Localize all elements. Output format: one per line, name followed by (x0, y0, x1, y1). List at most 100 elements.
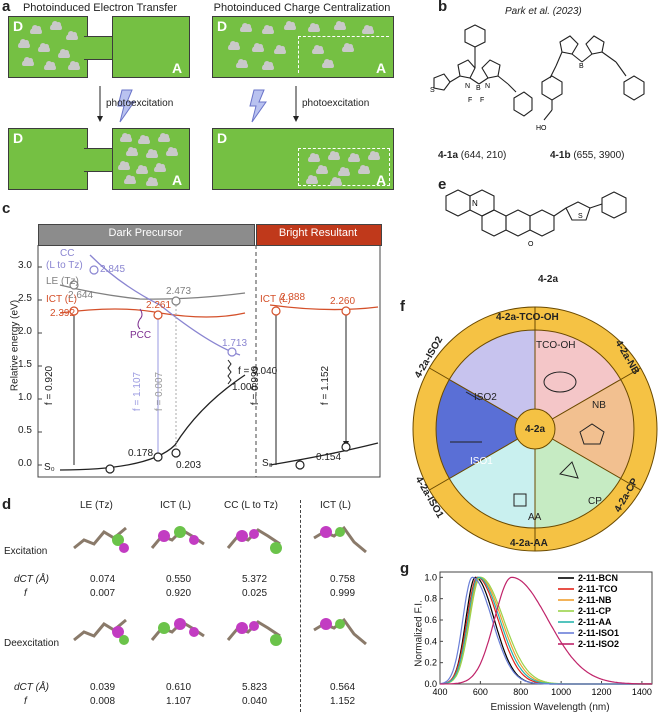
deexc-dct-2: 5.823 (242, 682, 268, 693)
cc-label: CC (60, 248, 75, 259)
col-head-ict: ICT (L) (160, 500, 191, 511)
sector-label-nb: NB (592, 400, 606, 411)
x-tick-label: 400 (432, 687, 447, 697)
value-2845: 2.845 (100, 264, 126, 275)
panel-label-e: e (438, 176, 447, 193)
pcc-label: PCC (130, 330, 152, 341)
svg-text:O: O (528, 241, 534, 248)
donor-label: D (13, 18, 24, 34)
x-tick-label: 1000 (551, 687, 571, 697)
deexc-f-1: 1.107 (166, 696, 192, 707)
svg-text:N: N (472, 199, 478, 208)
orbital-exc-ict-right (313, 525, 367, 554)
acceptor-label: A (172, 172, 183, 188)
ict-right-label: ICT (L) (260, 294, 291, 305)
col-head-ict-right: ICT (L) (320, 500, 351, 511)
pcc-title: Photoinduced Charge Centralization (213, 2, 391, 14)
exc-f-2: 0.025 (242, 588, 268, 599)
exc-f-label: f (24, 588, 27, 599)
value-2644: 2.644 (68, 290, 94, 301)
legend-label-2-11-AA: 2-11-AA (578, 617, 612, 627)
ring-label-tco: 4-2a-TCO-OH (496, 312, 559, 323)
ytick-4: 2.0 (18, 326, 32, 337)
value-2473: 2.473 (166, 286, 192, 297)
pet-arrow (92, 84, 182, 124)
x-tick-label: 1200 (592, 687, 612, 697)
y-tick-label: 0.4 (424, 636, 437, 646)
col-head-cc: CC (L to Tz) (224, 500, 278, 511)
row-excitation-label: Excitation (4, 546, 48, 557)
legend-label-2-11-NB: 2-11-NB (578, 595, 612, 605)
s0-right-label: S₀ (262, 458, 273, 469)
ytick-0: 0.0 (18, 458, 32, 469)
pcc-arrow (240, 84, 300, 124)
ytick-3: 1.5 (18, 359, 32, 370)
acceptor-label: A (376, 172, 387, 188)
exc-dct-label: dCT (Å) (14, 574, 49, 585)
reaction-wheel (412, 306, 658, 552)
bright-resultant-label: Bright Resultant (278, 227, 358, 239)
panel-label-b: b (438, 0, 448, 15)
series-line-2-11-ISO1 (439, 576, 652, 685)
energy-diagram (37, 245, 381, 478)
svg-text:B: B (476, 85, 481, 92)
y-tick-label: 0.0 (424, 679, 437, 689)
legend-label-2-11-ISO1: 2-11-ISO1 (578, 628, 619, 638)
donor-label: D (217, 18, 228, 34)
x-tick-label: 600 (473, 687, 488, 697)
svg-text:N: N (485, 83, 490, 90)
y-tick-label: 0.2 (424, 658, 437, 668)
s0-label: S₀ (44, 462, 55, 473)
value-2260: 2.260 (330, 296, 356, 307)
exc-f-0: 0.007 (90, 588, 116, 599)
x-tick-label: 1400 (632, 687, 652, 697)
molecule-4-2a-caption: 4-2a (538, 274, 559, 285)
legend-label-2-11-ISO2: 2-11-ISO2 (578, 639, 619, 649)
orbital-deexc-ict (150, 618, 205, 641)
svg-text:B: B (579, 63, 584, 70)
ytick-2: 1.0 (18, 392, 32, 403)
pcc-bottom-diagram: D A (212, 128, 396, 192)
sector-label-tco: TCO-OH (536, 340, 576, 351)
deexc-dct-label: dCT (Å) (14, 682, 49, 693)
deexc-f-label: f (24, 696, 27, 707)
sector-label-iso1: ISO1 (470, 456, 493, 467)
panel-label-c: c (2, 200, 11, 217)
orbital-deexc-ict-right (313, 617, 367, 646)
exc-dct-2: 5.372 (242, 574, 268, 585)
molecule-4-1a-caption: 4-1a (644, 210) (438, 150, 506, 161)
orbital-deexc-le (73, 618, 129, 645)
cc-sub-label: (L to Tz) (46, 260, 83, 271)
value-1008: 1.008 (232, 382, 258, 393)
acceptor-label: A (376, 60, 387, 76)
f-1107: f = 1.107 (132, 371, 144, 412)
pet-bottom-diagram: D A (8, 128, 192, 192)
molecule-4-1a-name: 4-1a (438, 150, 459, 161)
sector-label-aa: AA (528, 512, 542, 523)
pet-title: Photoinduced Electron Transfer (22, 2, 178, 14)
sector-label-cp: CP (588, 496, 602, 507)
value-0178: 0.178 (128, 448, 154, 459)
f-1152: f = 1.152 (320, 365, 332, 406)
value-0203: 0.203 (176, 460, 202, 471)
svg-text:HO: HO (536, 125, 547, 132)
orbital-deexc-cc (226, 620, 282, 646)
pcc-photoexcitation-label: photoexcitation (302, 98, 370, 109)
exc-dct-1: 0.550 (166, 574, 192, 585)
legend-label-2-11-CP: 2-11-CP (578, 606, 611, 616)
deexc-dct-3: 0.564 (330, 682, 356, 693)
svg-text:F: F (480, 97, 484, 104)
panel-label-d: d (2, 496, 12, 513)
molecule-4-1a-structure: B N N F F S (430, 24, 533, 117)
ict-label: ICT (L) (46, 294, 77, 305)
deexc-f-0: 0.008 (90, 696, 116, 707)
legend-label-2-11-BCN: 2-11-BCN (578, 573, 618, 583)
svg-text:S: S (430, 87, 435, 94)
molecule-4-1b-structure: B HO (536, 35, 645, 132)
exc-dct-3: 0.758 (330, 574, 356, 585)
pet-photoexcitation-label: photoexcitation (106, 98, 174, 109)
donor-label: D (13, 130, 24, 146)
molecule-4-2a-structure: N S O (445, 189, 627, 248)
y-tick-label: 1.0 (424, 572, 437, 582)
